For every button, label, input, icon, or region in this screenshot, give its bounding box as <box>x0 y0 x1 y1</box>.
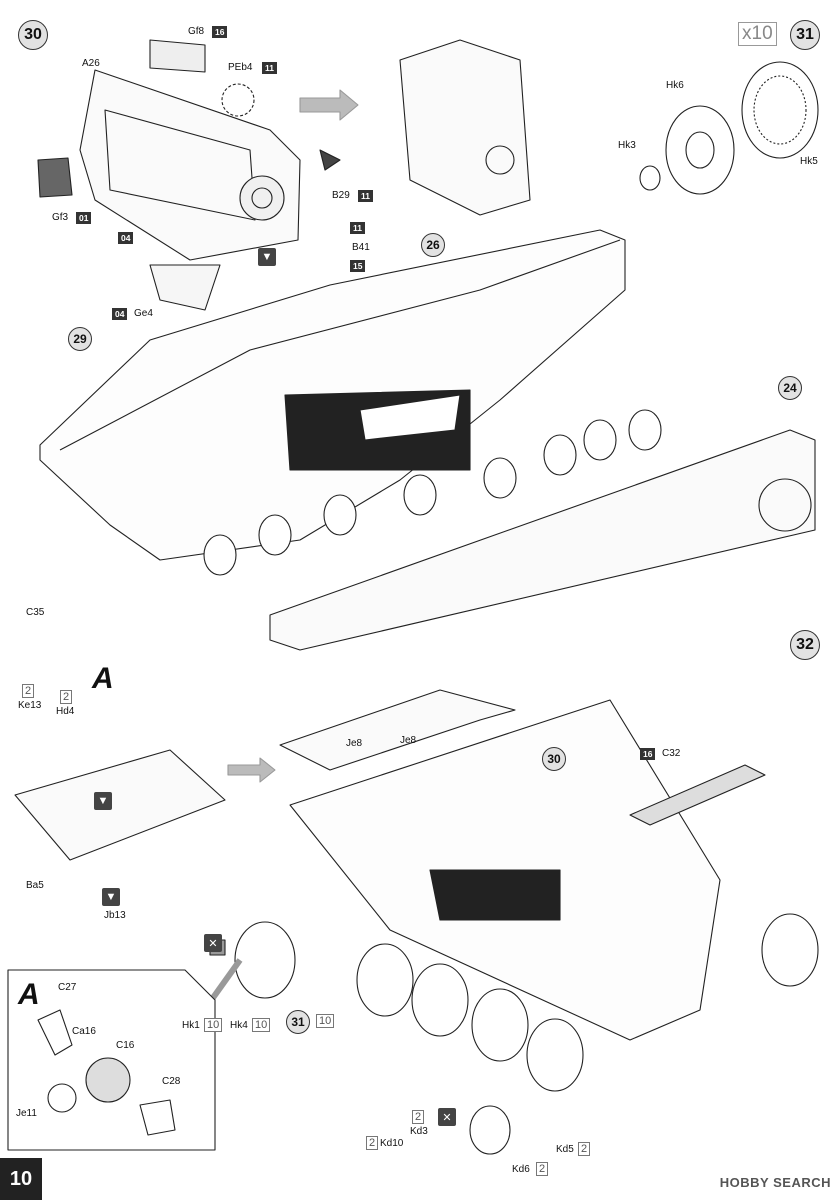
page-number: 10 <box>0 1158 42 1200</box>
cement-icon-3: ▼ <box>102 888 120 906</box>
code-Gf3: 01 <box>76 212 92 224</box>
step-number-30: 30 <box>18 20 48 50</box>
label-Ke13: Ke13 <box>18 700 42 711</box>
qty-Kd5: 2 <box>578 1142 591 1156</box>
qty-Ke13: 2 <box>22 684 35 698</box>
code-04: 04 <box>118 232 134 244</box>
label-Hk6: Hk6 <box>666 80 684 91</box>
code-B41-bot: 15 <box>350 260 366 272</box>
label-Gf8: Gf8 <box>188 26 205 37</box>
label-Hk1: Hk1 <box>182 1020 200 1031</box>
code-Gf8: 16 <box>212 26 228 38</box>
ref-24: 24 <box>778 376 802 400</box>
step-number-32: 32 <box>790 630 820 660</box>
label-Je11: Je11 <box>16 1108 37 1119</box>
label-Je8a: Je8 <box>346 738 363 749</box>
label-B29: B29 <box>332 190 350 201</box>
ref-26: 26 <box>421 233 445 257</box>
step31-multiplier: x10 <box>738 22 777 46</box>
watermark: HOBBY SEARCH <box>719 1175 831 1190</box>
detail-A-title: A <box>18 978 40 1011</box>
label-Je8b: Je8 <box>400 735 417 746</box>
ref-31: 31 <box>286 1010 310 1034</box>
label-Kd3: Kd3 <box>410 1126 428 1137</box>
no-cement-icon-2: ✕ <box>438 1108 456 1126</box>
qty-step31: 10 <box>316 1014 335 1028</box>
label-C28: C28 <box>162 1076 181 1087</box>
qty-Kd6: 2 <box>536 1162 549 1176</box>
qty-Hk4: 10 <box>252 1018 271 1032</box>
label-Kd6: Kd6 <box>512 1164 530 1175</box>
label-Hk5: Hk5 <box>800 156 818 167</box>
no-cement-icon: ✕ <box>204 934 222 952</box>
label-Ca16: Ca16 <box>72 1026 96 1037</box>
code-C32: 16 <box>640 748 656 760</box>
label-Hk3: Hk3 <box>618 140 636 151</box>
label-Gf3: Gf3 <box>52 212 69 223</box>
cement-icon-2: ▼ <box>94 792 112 810</box>
code-B29: 11 <box>358 190 373 202</box>
label-PEb4: PEb4 <box>228 62 253 73</box>
cement-icon: ▼ <box>258 248 276 266</box>
label-Kd5: Kd5 <box>556 1144 574 1155</box>
label-Kd10: Kd10 <box>380 1138 404 1149</box>
callout-A: A <box>92 662 114 695</box>
label-C32: C32 <box>662 748 681 759</box>
label-C35: C35 <box>26 607 45 618</box>
code-B41-top: 11 <box>350 222 365 234</box>
label-B41: B41 <box>352 242 370 253</box>
code-Ge4: 04 <box>112 308 128 320</box>
qty-Kd3: 2 <box>412 1110 425 1124</box>
step-number-31: 31 <box>790 20 820 50</box>
label-Hk4: Hk4 <box>230 1020 248 1031</box>
qty-Hd4: 2 <box>60 690 73 704</box>
ref-29: 29 <box>68 327 92 351</box>
label-Ba5: Ba5 <box>26 880 44 891</box>
label-C27: C27 <box>58 982 77 993</box>
code-PEb4: 11 <box>262 62 277 74</box>
label-Hd4: Hd4 <box>56 706 75 717</box>
label-A26: A26 <box>82 58 100 69</box>
label-Ge4: Ge4 <box>134 308 153 319</box>
label-Jb13: Jb13 <box>104 910 126 921</box>
qty-Kd10: 2 <box>366 1136 379 1150</box>
ref-30: 30 <box>542 747 566 771</box>
label-C16: C16 <box>116 1040 135 1051</box>
qty-Hk1: 10 <box>204 1018 223 1032</box>
